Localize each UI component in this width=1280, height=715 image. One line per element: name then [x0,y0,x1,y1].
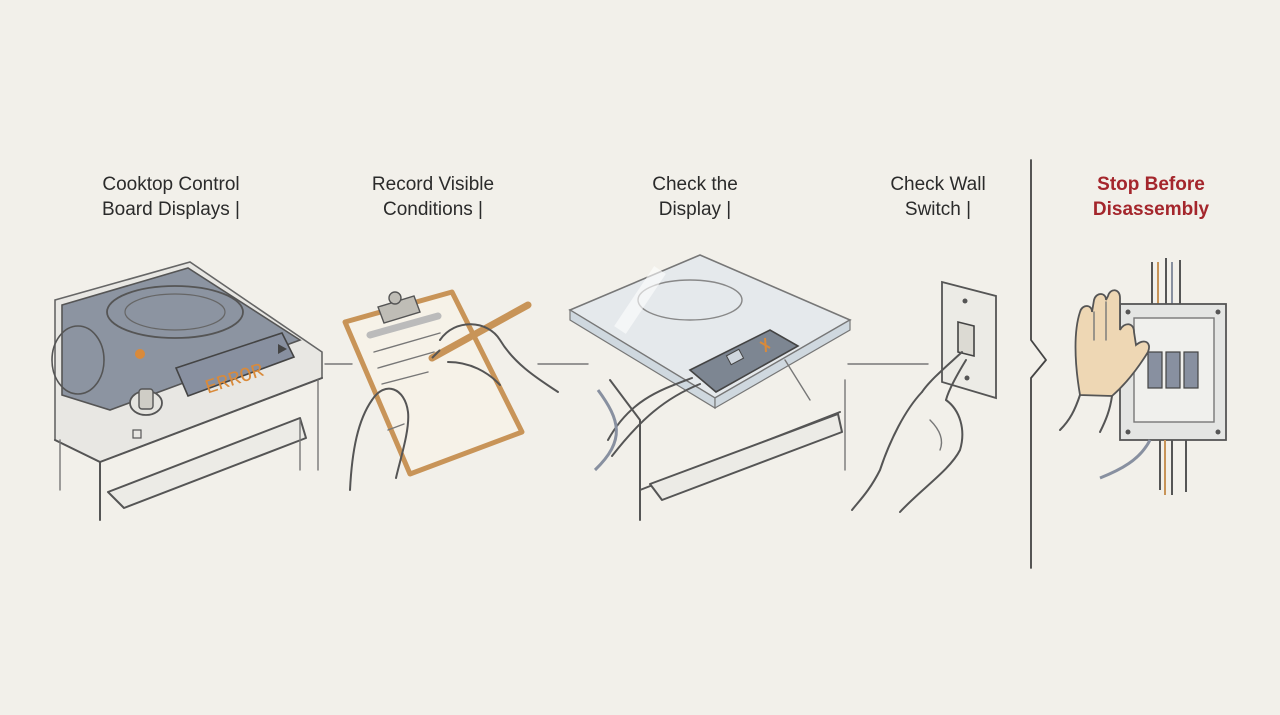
step-5-label-line-1: Stop Before [1097,174,1205,195]
step-3-label-line-2: Display | [658,199,732,220]
step-4-label: Check Wall Switch | [838,172,1038,222]
step-2-label: Record Visible Conditions | [333,172,533,222]
step-3-label: Check the Display | [595,172,795,222]
step-1-label-line-2: Board Displays | [102,199,240,220]
step-4-label-line-1: Check Wall [890,174,986,195]
step-2-label-line-2: Conditions | [383,199,483,220]
step-1-label: Cooktop Control Board Displays | [71,172,271,222]
glass-cooktop-control-board-icon [568,254,852,521]
step-1-label-line-1: Cooktop Control [102,174,240,195]
divider-line [1030,159,1047,569]
clipboard-hand-icon [342,289,559,491]
wall-switch-hand-icon [851,280,997,513]
step-4-label-line-2: Switch | [904,199,972,220]
cooktop-icon: ERROR [51,261,323,521]
step-2-label-line-1: Record Visible [371,174,495,195]
step-3-label-line-1: Check the [652,174,738,195]
step-5-label: Stop Before Disassembly [1051,172,1251,222]
breaker-panel-stop-hand-icon [1059,258,1227,495]
step-5-label-line-2: Disassembly [1092,199,1210,220]
